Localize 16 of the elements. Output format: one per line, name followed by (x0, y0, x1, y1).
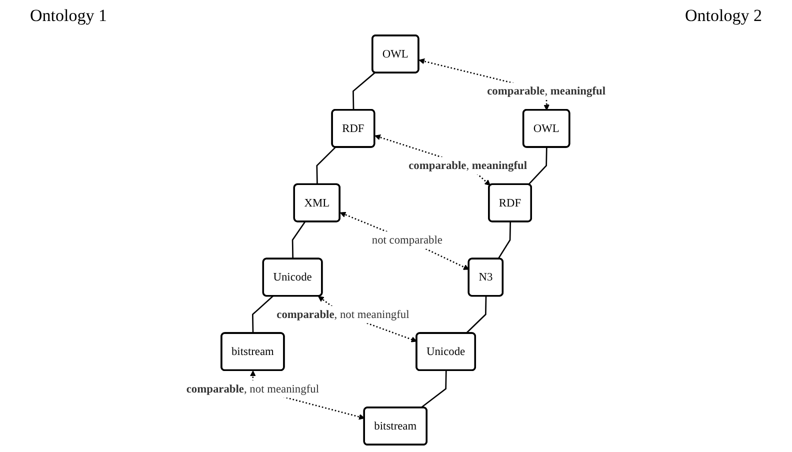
column-heading: Ontology 1 (30, 6, 107, 27)
edge-label: comparable, not meaningful (186, 382, 320, 396)
connector (252, 296, 274, 334)
connector (352, 72, 376, 110)
edge-label: comparable, meaningful (408, 159, 528, 172)
connector (292, 221, 306, 259)
connector (498, 222, 512, 260)
column-heading: Ontology 2 (685, 6, 762, 27)
edge-label: comparable, meaningful (487, 84, 606, 98)
connector (528, 147, 548, 185)
edge-label: not comparable (372, 233, 442, 246)
connector (316, 146, 336, 185)
arrow (340, 212, 470, 270)
connector (420, 370, 447, 408)
connector (466, 296, 487, 334)
edge-label: comparable, not meaningful (276, 308, 410, 321)
